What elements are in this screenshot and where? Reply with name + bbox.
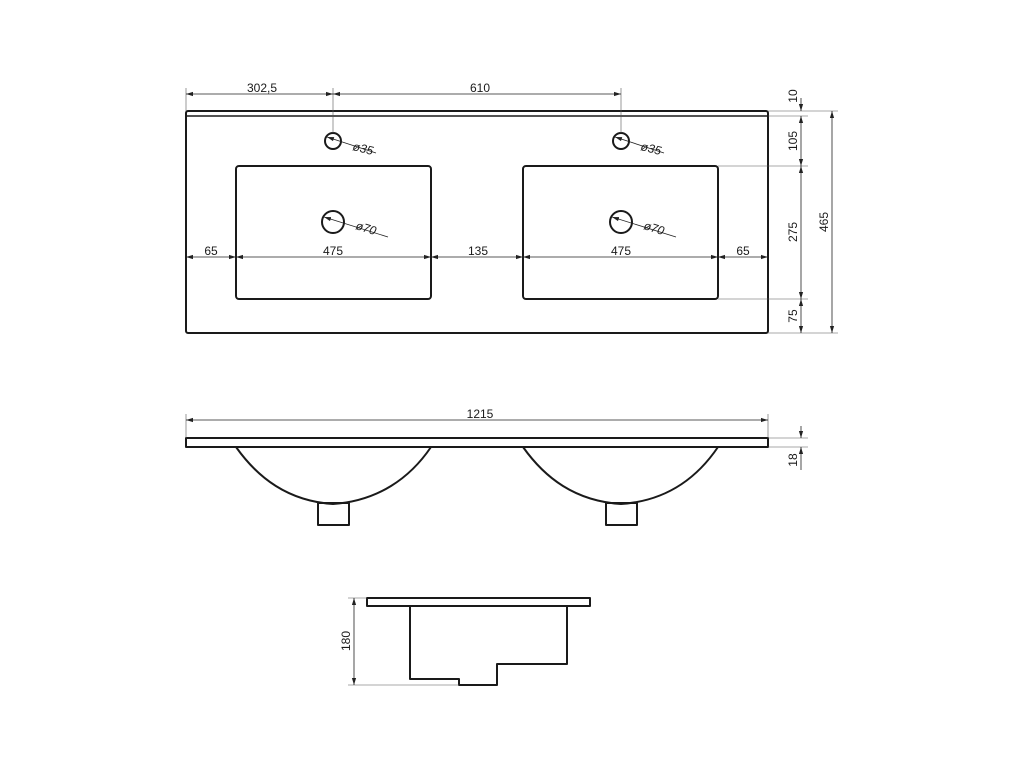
tap-hole-right-label: ø35 [639,139,663,158]
dim-302-5: 302,5 [247,81,277,95]
dim-275: 275 [786,222,800,242]
side-top-slab [366,597,591,607]
side-view: 180 [339,597,591,686]
dim-10: 10 [786,89,800,103]
tap-hole-left-label: ø35 [351,139,375,158]
side-basin-profile [409,606,568,686]
basin-right [522,165,719,300]
front-drain-right [605,502,638,526]
dim-135: 135 [468,244,488,258]
dim-475-right: 475 [611,244,631,258]
front-top-slab [185,437,769,448]
dim-475-left: 475 [323,244,343,258]
dim-610: 610 [470,81,490,95]
dim-65-right: 65 [736,244,750,258]
dim-75: 75 [786,309,800,323]
front-basin-right [522,446,719,505]
basin-left [235,165,432,300]
dim-105: 105 [786,131,800,151]
dim-65-left: 65 [204,244,218,258]
dim-1215: 1215 [467,407,494,421]
drain-right-icon [609,210,633,234]
drain-left-icon [321,210,345,234]
front-basin-left [235,446,432,505]
countertop-outline [185,110,769,334]
top-view: ø35 ø35 ø70 ø70 302,5 610 65 475 135 475… [185,81,838,334]
dim-465: 465 [817,212,831,232]
front-drain-left [317,502,350,526]
dim-18: 18 [786,453,800,467]
dim-180: 180 [339,631,353,651]
front-view: 1215 18 [185,407,808,526]
drain-right-label: ø70 [642,218,666,238]
drain-left-label: ø70 [354,218,378,238]
